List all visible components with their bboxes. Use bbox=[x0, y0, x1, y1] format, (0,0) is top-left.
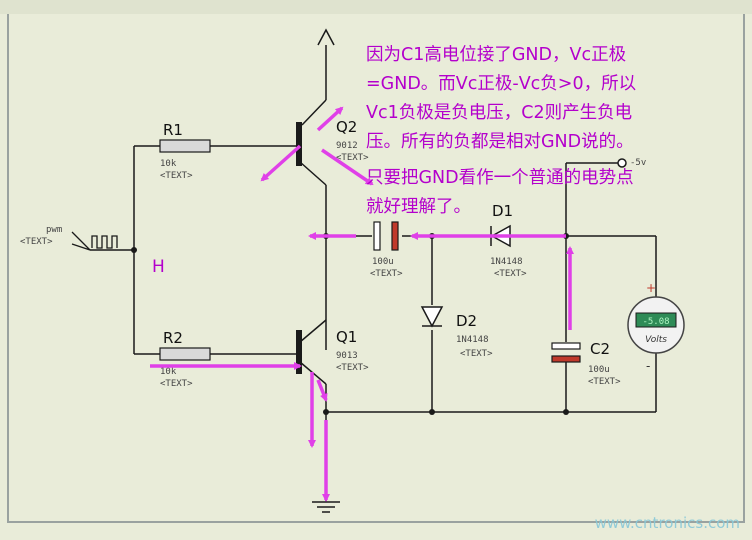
r2-resistor bbox=[159, 347, 211, 361]
c1-text: <TEXT> bbox=[370, 269, 403, 279]
voltmeter-minus: - bbox=[646, 359, 650, 373]
title-strip bbox=[0, 0, 752, 14]
voltmeter-reading: -5.08 bbox=[642, 317, 669, 327]
current-flow-arrows bbox=[150, 106, 574, 502]
annotation-line-4: 压。所有的负都是相对GND说的。 bbox=[366, 132, 634, 152]
node-label-h: H bbox=[152, 257, 165, 277]
output-label: -5v bbox=[630, 158, 646, 168]
output-probe-icon bbox=[617, 158, 627, 168]
annotation-line-6: 就好理解了。 bbox=[366, 197, 471, 217]
c1-value: 100u bbox=[372, 257, 394, 267]
r2-value: 10k bbox=[160, 367, 177, 377]
r2-ref: R2 bbox=[163, 329, 183, 347]
c2-ref: C2 bbox=[590, 340, 610, 358]
d2-value: 1N4148 bbox=[456, 335, 489, 345]
r1-value: 10k bbox=[160, 159, 177, 169]
d2-ref: D2 bbox=[456, 312, 477, 330]
q1-text: <TEXT> bbox=[336, 363, 369, 373]
watermark: www.cntronics.com bbox=[595, 514, 740, 532]
voltmeter-plus: + bbox=[646, 281, 656, 295]
c2-text: <TEXT> bbox=[588, 377, 621, 387]
q2-text: <TEXT> bbox=[336, 153, 369, 163]
d1-text: <TEXT> bbox=[494, 269, 527, 279]
d2-text: <TEXT> bbox=[460, 349, 493, 359]
annotation-line-1: 因为C1高电位接了GND，Vc正极 bbox=[366, 45, 626, 65]
d1-ref: D1 bbox=[492, 202, 513, 220]
pwm-source-icon bbox=[71, 231, 118, 251]
d2-diode bbox=[420, 306, 444, 328]
q2-base-bar bbox=[296, 122, 302, 166]
annotation-line-5: 只要把GND看作一个普通的电势点 bbox=[366, 168, 634, 188]
wires bbox=[90, 45, 657, 513]
q1-value: 9013 bbox=[336, 351, 358, 361]
c2-capacitor bbox=[551, 342, 581, 363]
r2-text: <TEXT> bbox=[160, 379, 193, 389]
pwm-label: pwm bbox=[46, 225, 62, 235]
annotation-line-2: =GND。而Vc正极-Vc负>0，所以 bbox=[366, 74, 636, 94]
pwm-text: <TEXT> bbox=[20, 237, 53, 247]
q1-base-bar bbox=[296, 330, 302, 374]
c1-capacitor bbox=[373, 221, 399, 251]
voltmeter bbox=[627, 296, 685, 354]
d1-value: 1N4148 bbox=[490, 257, 523, 267]
r1-text: <TEXT> bbox=[160, 171, 193, 181]
q2-ref: Q2 bbox=[336, 118, 357, 136]
vcc-arrow-icon bbox=[317, 28, 335, 46]
r1-ref: R1 bbox=[163, 121, 183, 139]
q2-value: 9012 bbox=[336, 141, 358, 151]
c2-value: 100u bbox=[588, 365, 610, 375]
q1-ref: Q1 bbox=[336, 328, 357, 346]
annotation-line-3: Vc1负极是负电压，C2则产生负电 bbox=[366, 103, 632, 123]
voltmeter-unit: Volts bbox=[645, 335, 667, 345]
r1-resistor bbox=[159, 139, 211, 153]
